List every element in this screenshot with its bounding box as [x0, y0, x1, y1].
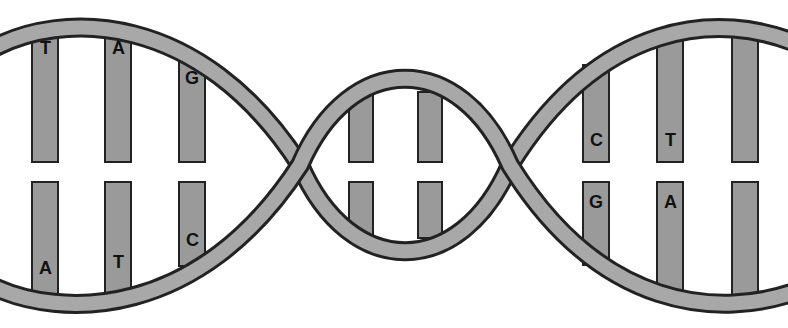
base-letter: C [590, 131, 603, 149]
rung [179, 62, 205, 162]
rung [657, 182, 683, 297]
rung [418, 92, 442, 162]
rung [732, 182, 758, 302]
base-letter: T [665, 131, 676, 149]
strands [0, 28, 788, 304]
strand [0, 28, 788, 252]
base-letter: T [113, 253, 124, 271]
rung [418, 182, 442, 238]
rung [732, 29, 758, 162]
strand [0, 79, 788, 304]
rung [32, 32, 58, 162]
base-letter: A [112, 39, 125, 57]
strand-outline [0, 28, 788, 252]
base-letter: G [589, 193, 603, 211]
rung [105, 32, 131, 162]
rung [32, 182, 58, 300]
base-letter: C [186, 231, 199, 249]
rung [179, 182, 205, 266]
base-letter: A [664, 193, 677, 211]
strand-outline [0, 79, 788, 304]
rung [105, 182, 131, 300]
rung [657, 33, 683, 162]
base-letter: G [185, 69, 199, 87]
base-letter: T [40, 39, 51, 57]
base-letter: A [39, 259, 52, 277]
